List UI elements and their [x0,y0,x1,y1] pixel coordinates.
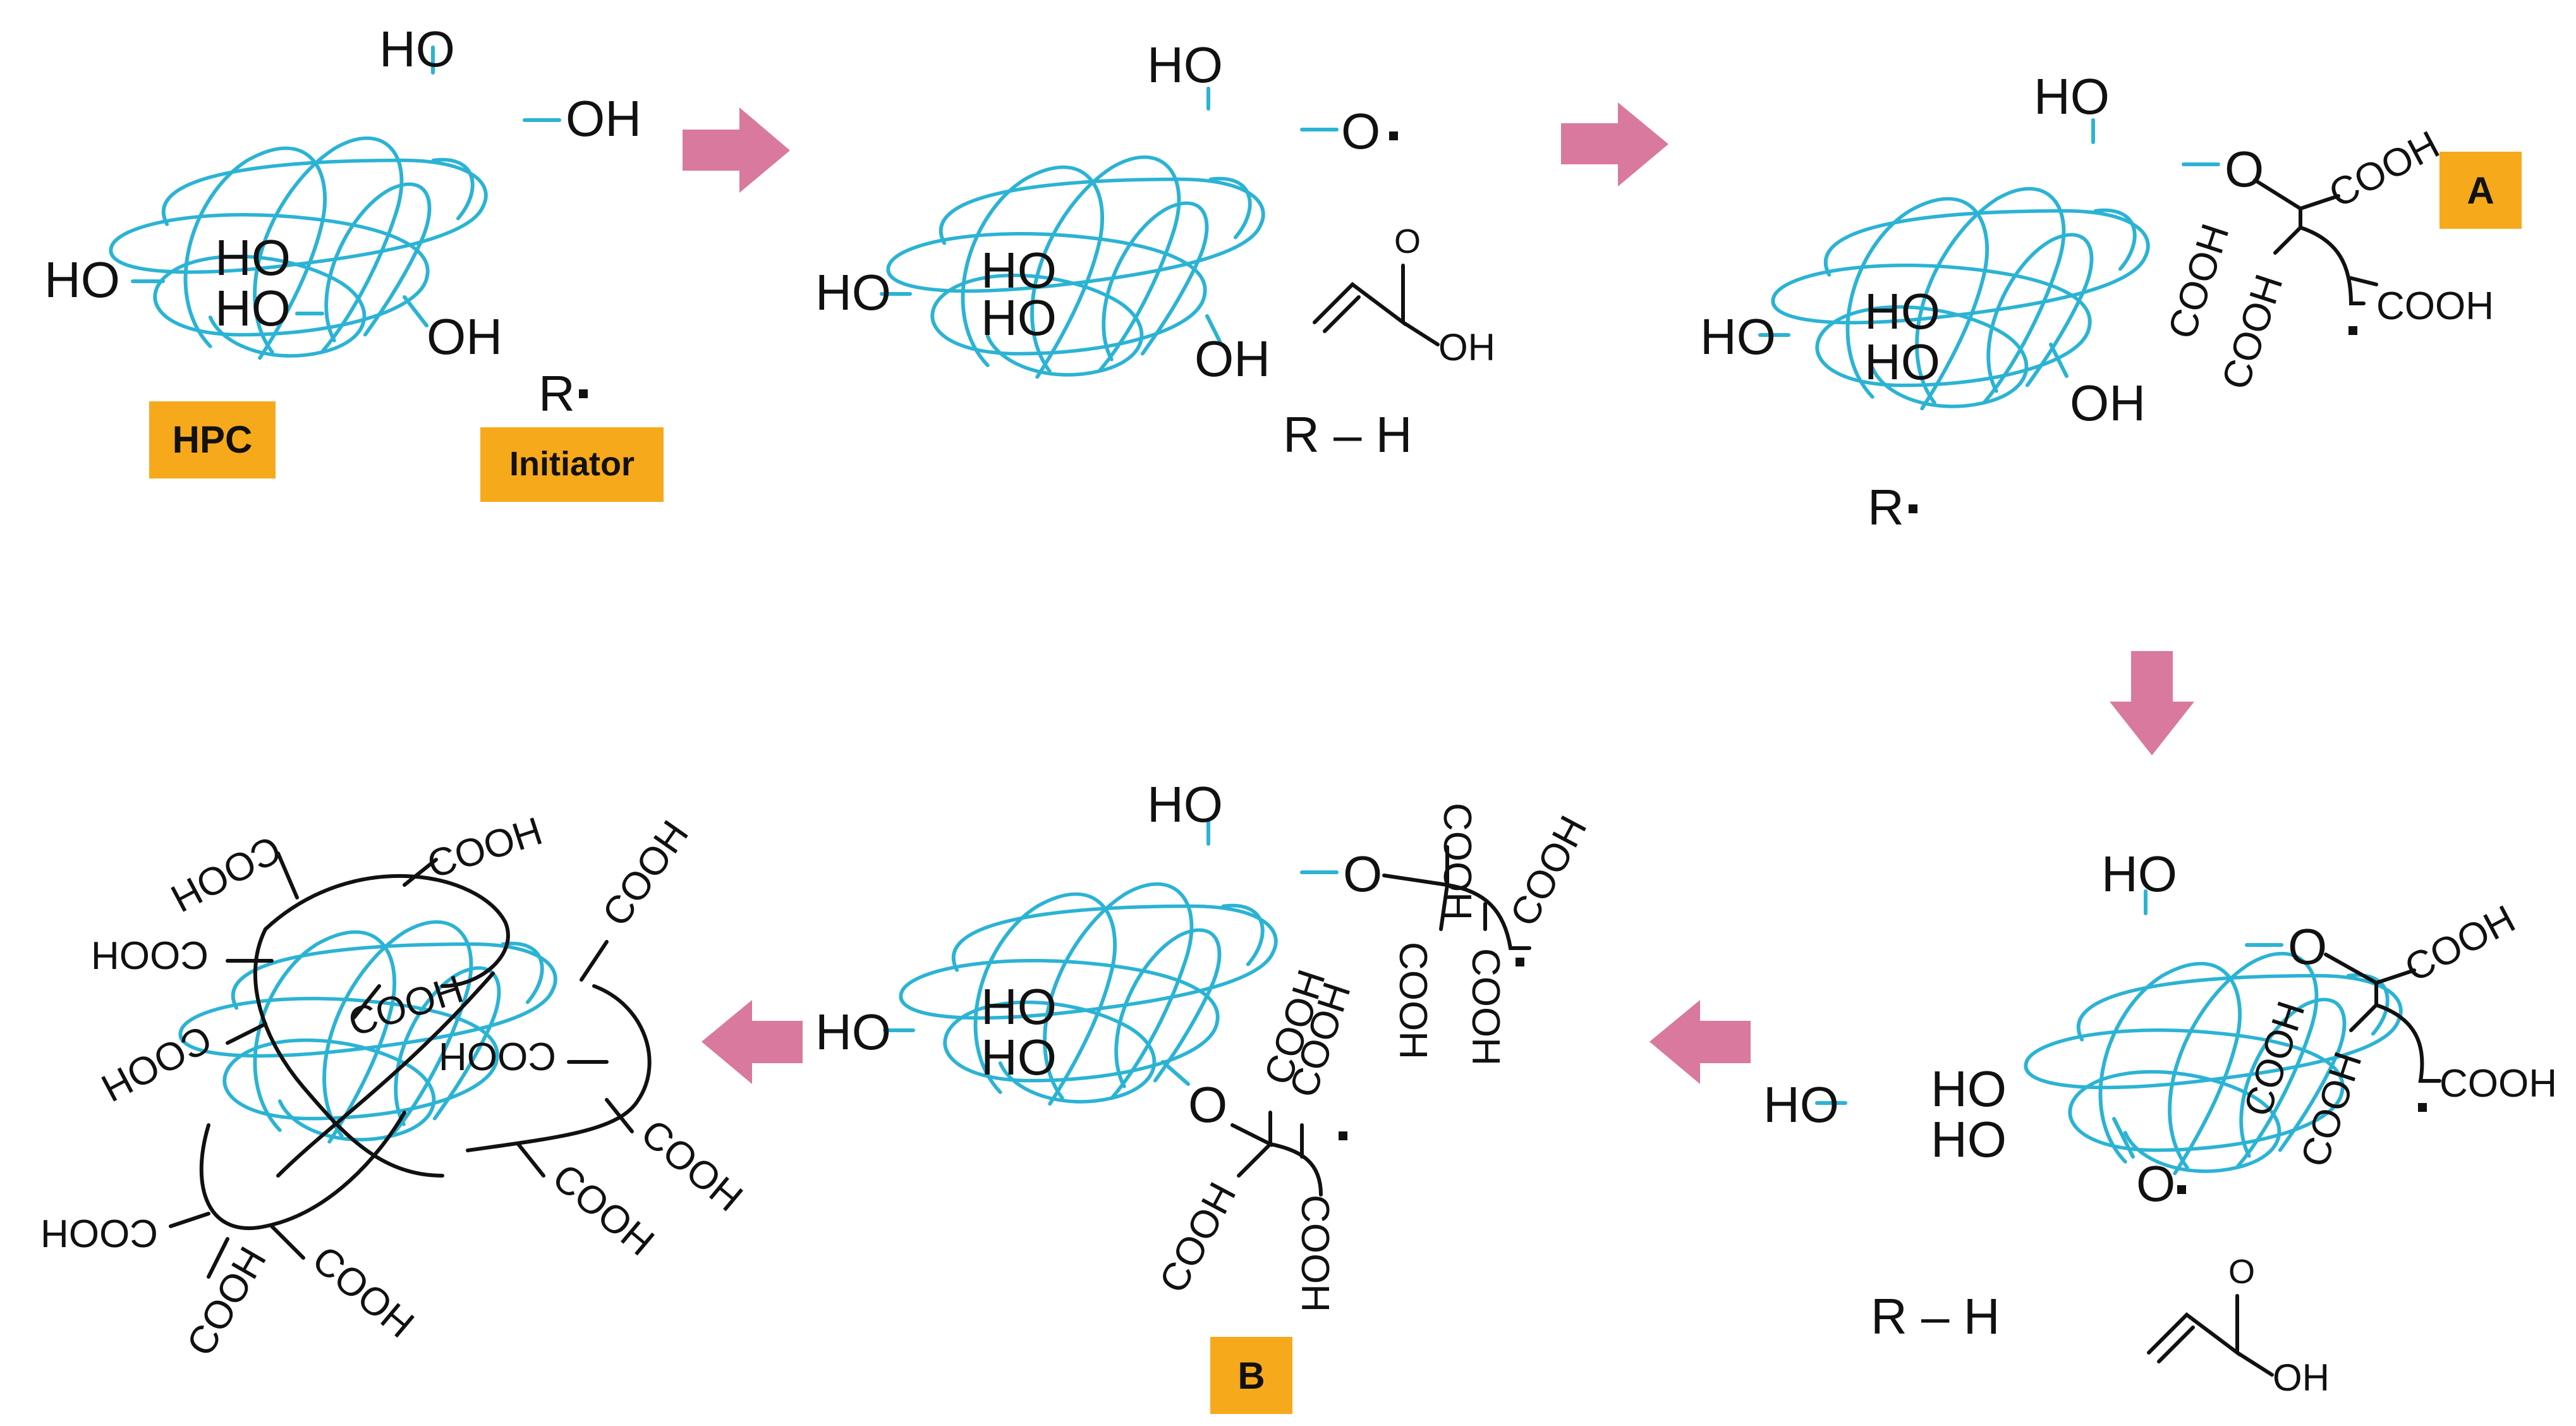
tag-hpc-label: HPC [173,418,253,461]
tag-hpc: HPC [149,401,276,478]
b-ho-top: HO [1147,776,1223,832]
b-cooh-8: COOH [1293,1195,1337,1312]
b-chain-radical-dot-1 [1516,958,1524,966]
s2-o-radical: O [1341,103,1380,159]
a-cooh-1: COOH [2322,123,2446,216]
hpc-ho-top: HO [379,21,455,77]
a-cooh-2: COOH [2160,219,2238,344]
s4-cooh-2: COOH [2236,996,2314,1121]
a-cooh-4: COOH [2376,284,2494,328]
s2-radical-dot [1389,131,1398,140]
net-cooh-3: COOH [91,933,209,977]
net-cooh-9: COOH [544,1155,662,1264]
b-cooh-7: COOH [1151,1176,1244,1300]
tag-b-label: B [1237,1355,1265,1397]
reaction-arrow-2 [1561,102,1668,186]
tag-initiator: Initiator [480,427,664,502]
a-ho-inner-1: HO [1864,283,1940,339]
structure-a-radical: HO O HO HO HO O R – H COOH COOH COOH COO… [1763,846,2557,1344]
b-cooh-4: COOH [1464,948,1507,1066]
b-cooh-1: COOH [1435,803,1479,920]
hpc-radical-structure: HO O HO HO HO OH R – H [815,37,1413,463]
a-oh-bottom: OH [2070,375,2146,431]
s4-ho-inner-1: HO [1931,1061,2007,1117]
hpc-structure: HO OH HO HO HO OH R [44,21,641,422]
b-chain-radical-dot-2 [1339,1131,1347,1140]
b-ho-inner-2: HO [981,1029,1057,1085]
b-cooh-3: COOH [1391,942,1435,1059]
net-cooh-8: COOH [633,1111,751,1220]
b-cooh-2: COOH [1502,809,1595,934]
a-ho-left: HO [1700,308,1776,365]
s4-o-radical-dot [2177,1185,2186,1194]
a-ho-inner-2: HO [1864,334,1940,390]
hpc-oh-right: OH [566,90,641,147]
hpc-ho-inner-1: HO [215,229,291,286]
a-chain-radical-dot [2348,326,2357,335]
s4-cooh-1: COOH [2398,897,2522,990]
net-cooh-11: COOH [178,1240,275,1363]
tag-initiator-label: Initiator [509,445,635,483]
a-cooh-3: COOH [2214,269,2292,394]
acrylic-2-o: O [2228,1253,2255,1291]
net-cooh-5: COOH [343,967,468,1045]
reaction-arrow-1 [683,107,790,193]
hpc-ho-inner-2: HO [215,280,291,336]
net-cooh-4: COOH [94,1016,219,1110]
s2-ho-inner-2: HO [981,289,1057,346]
net-cooh-2: COOH [422,809,547,887]
s4-ho-top: HO [2101,846,2177,902]
acrylic-acid-2: O OH [2149,1253,2330,1399]
tag-a-label: A [2467,169,2494,212]
s2-oh-bottom: OH [1194,331,1270,387]
s2-ho-top: HO [1147,37,1223,93]
tag-a: A [2439,152,2522,229]
reaction-arrow-4 [1649,1000,1751,1084]
initiator-radical-dot [579,389,588,398]
reaction-arrow-3 [2110,651,2194,755]
hpc-oh-bottom: OH [427,308,502,365]
s4-ho-left: HO [1763,1076,1839,1133]
b-o-1: O [1343,846,1382,902]
net-cooh-10: COOH [40,1211,158,1255]
s4-chain-radical-dot [2418,1103,2427,1112]
a-o: O [2225,141,2264,197]
tag-b: B [1210,1337,1292,1414]
acrylic-2-oh: OH [2273,1356,2330,1399]
s4-o: O [2288,918,2327,975]
acrylic-acid-1: O OH [1315,222,1495,369]
s2-r-h: R – H [1283,406,1413,463]
a-r-radical-dot [1909,504,1917,513]
s4-o-radical: O [2136,1155,2175,1212]
net-cooh-7: COOH [439,1034,556,1078]
net-cooh-6: COOH [594,813,697,934]
a-ho-top: HO [2034,68,2110,125]
structure-a: HO O HO HO HO OH R COOH COOH COOH COOH [1700,68,2494,535]
s4-cooh-4: COOH [2439,1062,2557,1106]
hpc-ho-left: HO [44,252,120,308]
b-o-2: O [1188,1076,1227,1133]
s2-ho-inner-1: HO [981,242,1057,298]
net-cooh-1: COOH [164,827,288,920]
s2-ho-left: HO [815,264,891,320]
acrylic-1-oh: OH [1438,326,1495,369]
acrylic-1-o: O [1394,222,1421,260]
a-r-radical: R [1868,479,1904,535]
net-cooh-12: COOH [304,1238,422,1346]
s4-ho-inner-2: HO [1931,1111,2007,1167]
reaction-arrow-5 [702,1000,803,1084]
structure-b: HO O HO HO HO O COOH COOH COOH COOH COOH… [815,776,1596,1312]
s4-r-h: R – H [1871,1288,2000,1344]
b-ho-left: HO [815,1004,891,1060]
grafted-network: COOH COOH COOH COOH COOH COOH COOH COOH … [40,809,751,1363]
initiator-radical: R [538,365,575,422]
b-ho-inner-1: HO [981,978,1057,1035]
